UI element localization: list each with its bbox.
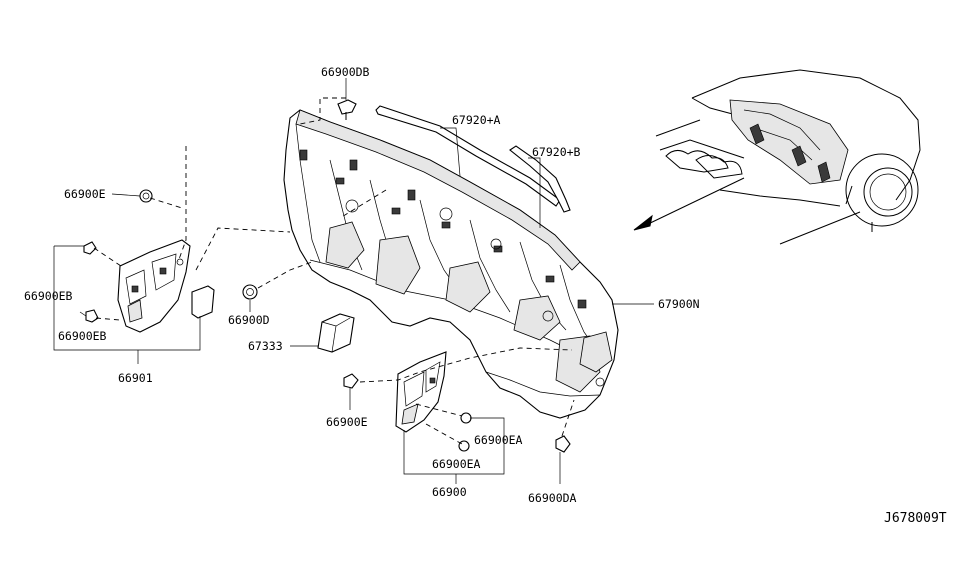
clip-66900EA-a bbox=[460, 412, 472, 424]
diagram-code: J678009T bbox=[884, 511, 947, 526]
label-66900E-bottom: 66900E bbox=[326, 415, 368, 429]
label-66900DA: 66900DA bbox=[528, 491, 577, 505]
clip-66900E-bottom bbox=[343, 373, 359, 389]
label-66900EA-a: 66900EA bbox=[474, 433, 523, 447]
clip-66900EB-b bbox=[85, 309, 99, 323]
part-labels: 66900DB 67920+A 67920+B 66900E 66900EB 6… bbox=[24, 65, 947, 526]
leader-lines bbox=[53, 78, 654, 484]
label-66900EA-b: 66900EA bbox=[432, 457, 481, 471]
label-67900N: 67900N bbox=[658, 297, 700, 311]
assembly-dashed-lines bbox=[93, 97, 575, 445]
label-67920-a: 67920+A bbox=[452, 113, 501, 127]
label-66900: 66900 bbox=[432, 485, 467, 499]
label-66900E-top: 66900E bbox=[64, 187, 106, 201]
clip-66900DB bbox=[337, 99, 357, 120]
clip-66900EA-b bbox=[458, 440, 470, 452]
clip-66900DA bbox=[555, 435, 571, 453]
label-66900EB-a: 66900EB bbox=[24, 289, 73, 303]
pad-clip bbox=[191, 285, 215, 319]
block-67333 bbox=[317, 313, 355, 353]
lower-insulator-66900 bbox=[395, 351, 447, 433]
clip-66900D bbox=[242, 284, 258, 300]
side-insulator-66901 bbox=[117, 239, 191, 333]
label-66900D: 66900D bbox=[228, 313, 270, 327]
vehicle-locator-inset bbox=[633, 69, 921, 245]
dash-insulator-panel bbox=[283, 109, 619, 419]
seal-strip-67920-b bbox=[509, 145, 571, 213]
label-66900DB: 66900DB bbox=[321, 65, 370, 79]
label-66900EB-b: 66900EB bbox=[58, 329, 107, 343]
label-66901: 66901 bbox=[118, 371, 153, 385]
seal-strip-67920-a bbox=[375, 105, 561, 207]
label-67333: 67333 bbox=[248, 339, 283, 353]
clip-66900E-top bbox=[139, 189, 153, 203]
clip-66900EB-a bbox=[83, 241, 97, 255]
label-67920-b: 67920+B bbox=[532, 145, 581, 159]
